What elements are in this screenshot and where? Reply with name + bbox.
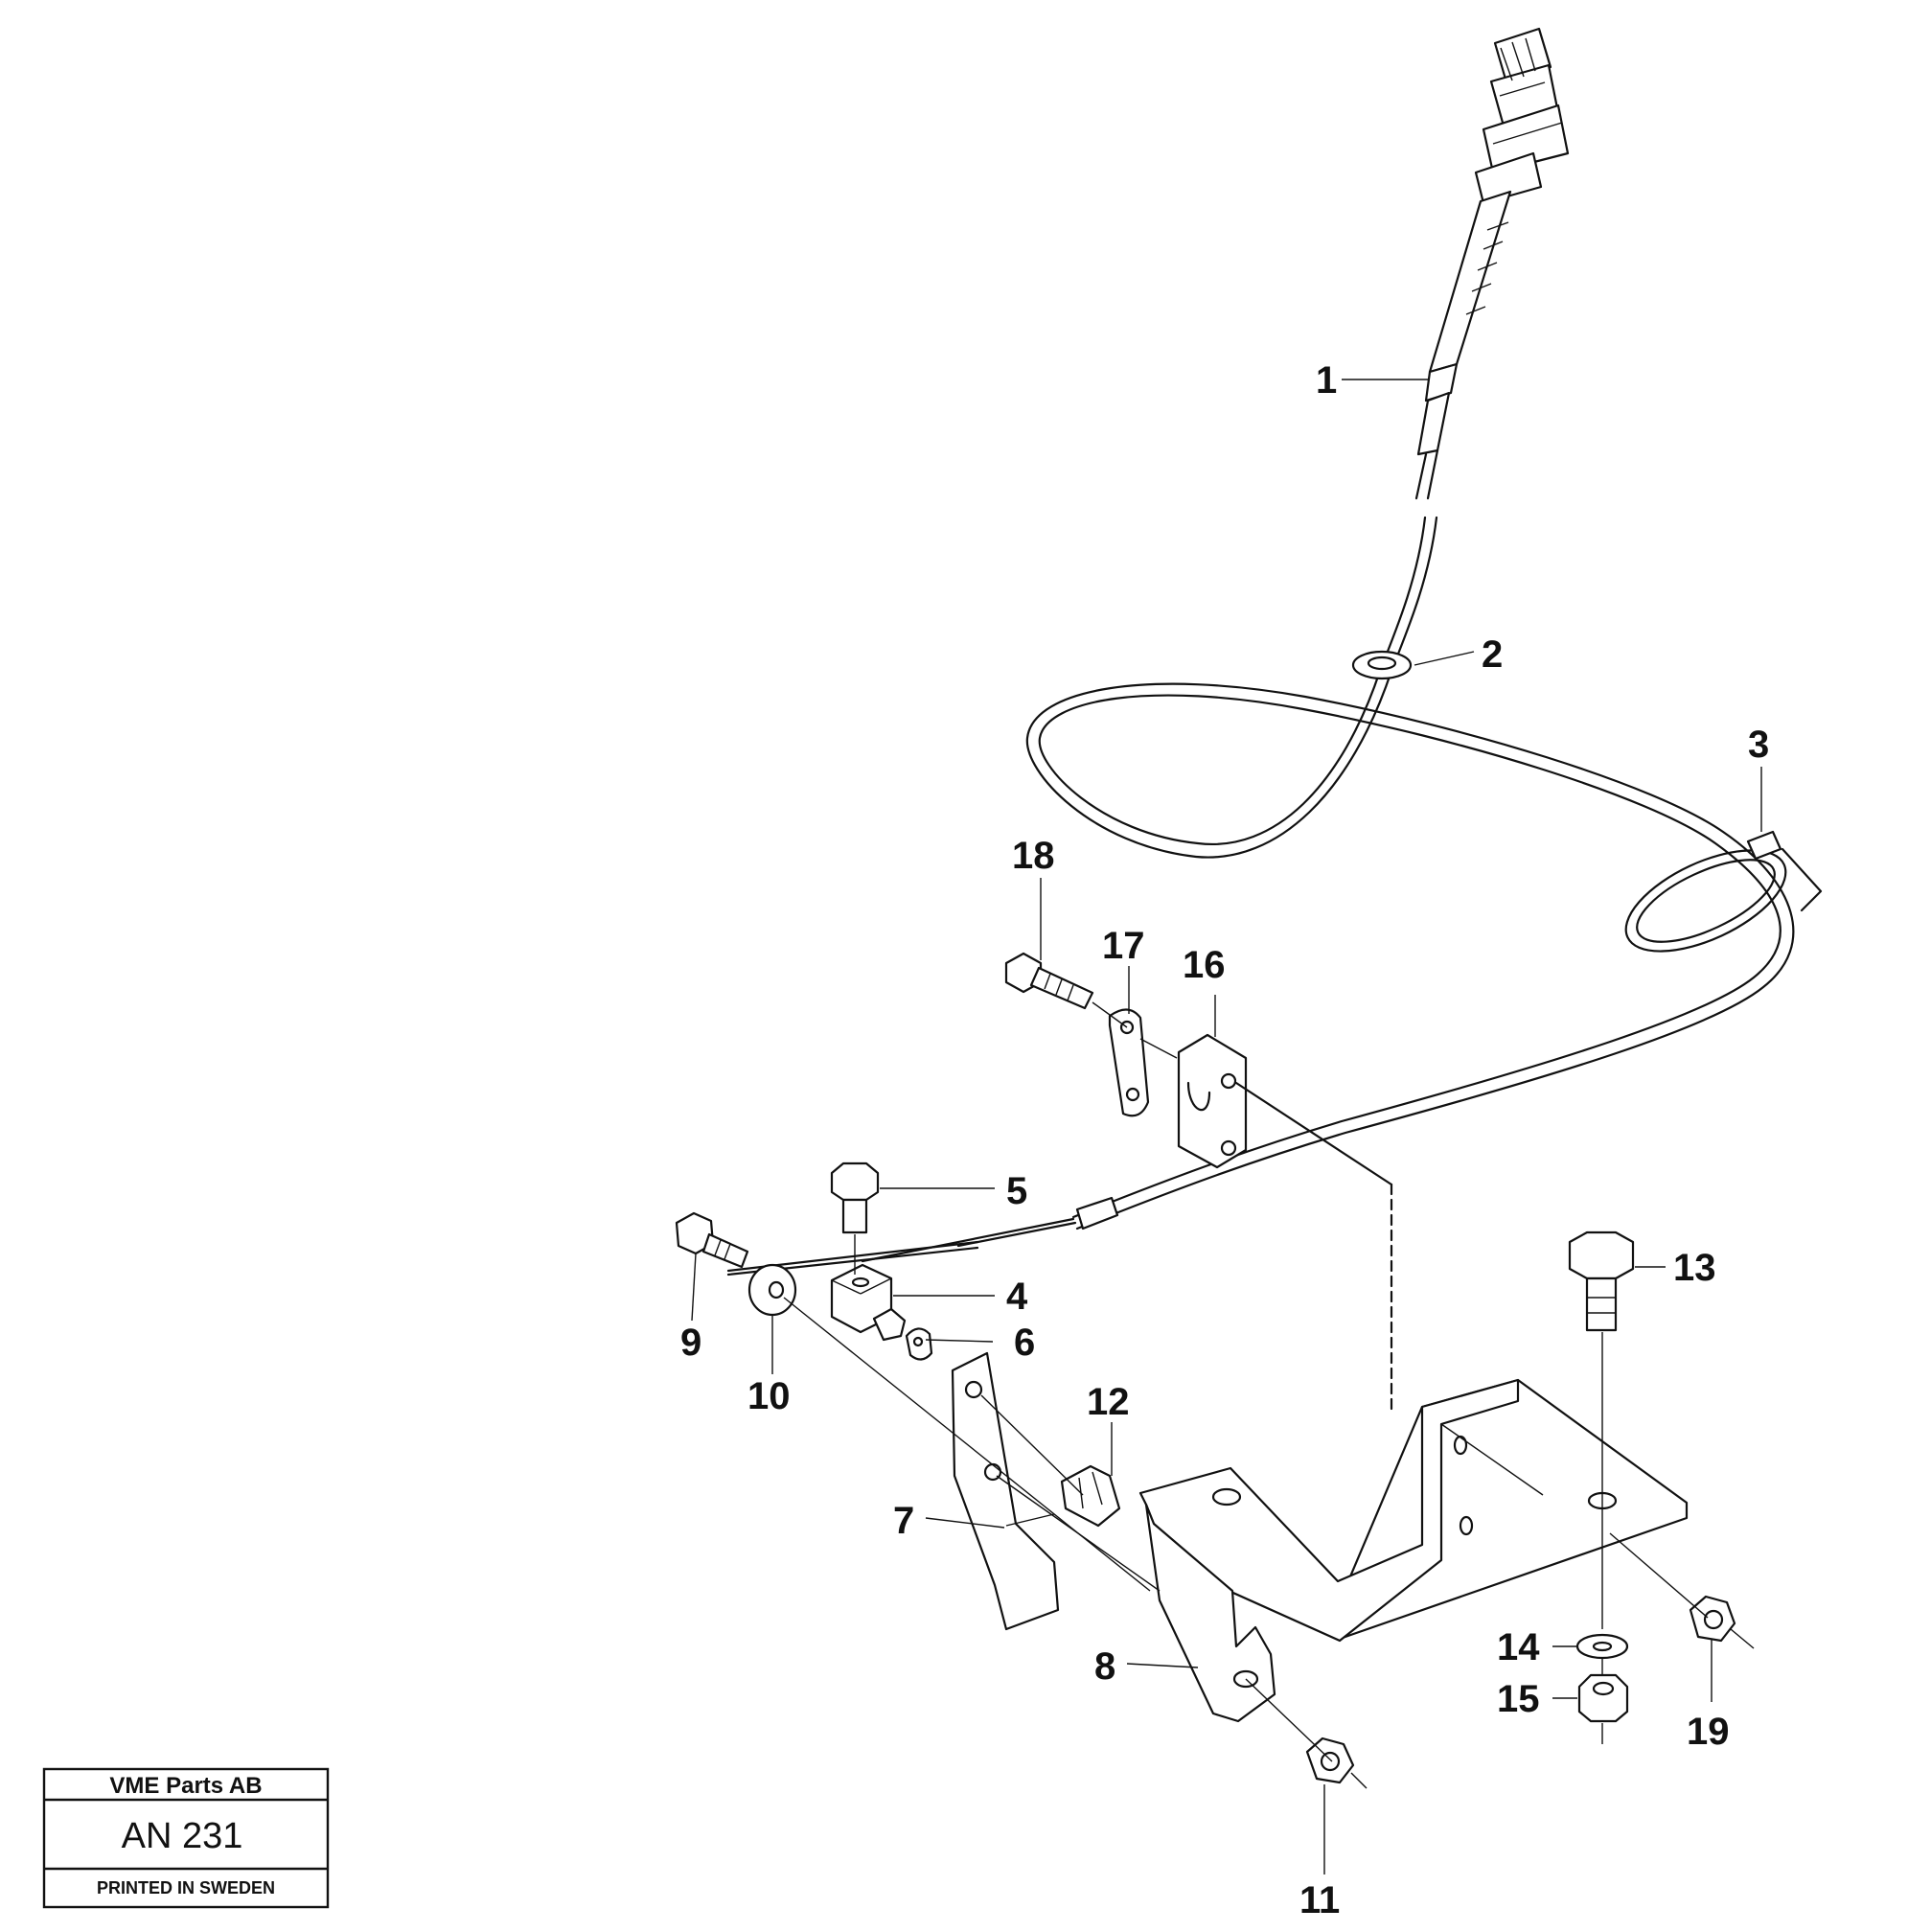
callout-3: 3 <box>1748 724 1769 766</box>
spring-clip-icon <box>1060 1464 1121 1528</box>
leader-lines <box>691 379 1762 1874</box>
cable-clamp-block-icon <box>830 1263 907 1342</box>
grommet-icon <box>1351 650 1413 680</box>
bracket-icon <box>1138 1378 1689 1723</box>
callout-2: 2 <box>1482 633 1503 676</box>
callout-6: 6 <box>1014 1322 1035 1364</box>
callout-9: 9 <box>680 1322 701 1364</box>
washer-icon <box>1575 1633 1629 1660</box>
cable-tie-icon <box>1624 830 1823 953</box>
callout-5: 5 <box>1006 1170 1027 1212</box>
bolt-icon <box>1568 1230 1635 1332</box>
callout-1: 1 <box>1316 359 1337 402</box>
callout-19: 19 <box>1687 1711 1730 1753</box>
lock-nut-icon <box>1577 1673 1629 1723</box>
cable-loop <box>726 669 1795 1276</box>
clip-icon <box>905 1327 933 1361</box>
cable-clamp-icon <box>1139 1033 1248 1169</box>
callout-12: 12 <box>1087 1381 1130 1423</box>
callout-17: 17 <box>1102 925 1145 967</box>
bolt-icon <box>1004 952 1094 1010</box>
stamp-company: VME Parts AB <box>109 1773 262 1799</box>
stamp-box: VME Parts AB AN 231 PRINTED IN SWEDEN <box>42 1767 330 1909</box>
callout-15: 15 <box>1497 1678 1540 1720</box>
stamp-printed: PRINTED IN SWEDEN <box>97 1878 275 1898</box>
callout-16: 16 <box>1183 944 1226 986</box>
callout-10: 10 <box>747 1375 791 1417</box>
control-cable-icon <box>1378 27 1570 673</box>
callout-14: 14 <box>1497 1626 1540 1668</box>
callout-7: 7 <box>893 1500 914 1542</box>
callouts: 1 2 3 4 5 6 7 8 9 10 11 12 13 14 15 16 1… <box>680 359 1769 1921</box>
callout-4: 4 <box>1006 1276 1028 1318</box>
stamp-code: AN 231 <box>122 1816 243 1856</box>
lever-icon <box>951 1351 1060 1631</box>
callout-11: 11 <box>1299 1879 1340 1921</box>
strap-icon <box>1108 1008 1150 1117</box>
lock-nut-icon <box>1689 1595 1736 1643</box>
assembly-lines <box>783 1001 1755 1789</box>
set-screw-icon <box>830 1162 880 1234</box>
washer-icon <box>747 1263 797 1317</box>
callout-8: 8 <box>1094 1645 1115 1688</box>
bolt-icon <box>675 1211 749 1269</box>
callout-13: 13 <box>1673 1247 1716 1289</box>
callout-18: 18 <box>1012 835 1055 877</box>
